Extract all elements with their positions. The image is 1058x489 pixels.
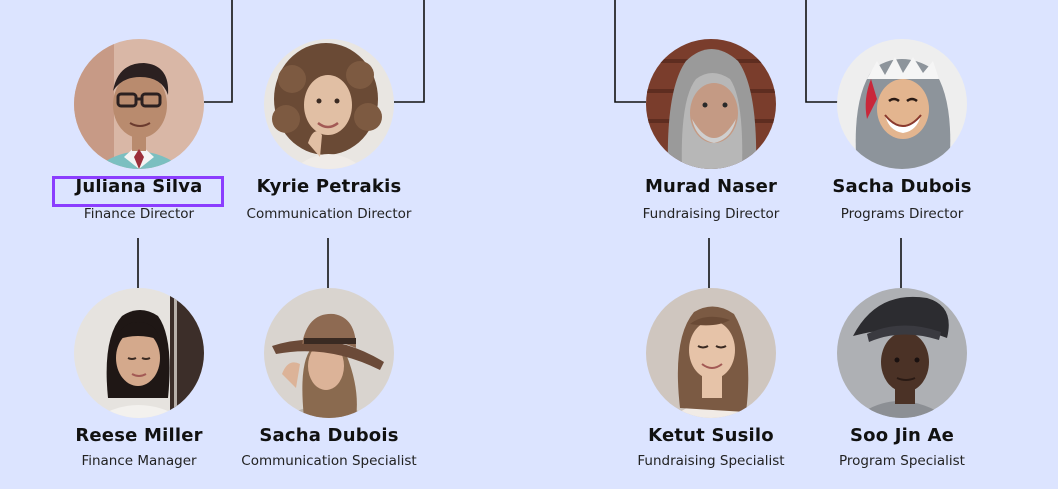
person-name: Reese Miller [75,425,203,446]
person-role: Finance Director [83,206,195,222]
avatar [74,39,204,169]
avatar [264,288,394,418]
connector-fundraising-director [614,0,646,103]
person-name: Murad Naser [644,176,778,197]
person-name: Kyrie Petrakis [256,176,402,197]
org-node-fundraising-specialist[interactable]: Ketut Susilo Fundraising Specialist [611,288,811,478]
selection-highlight [52,176,224,207]
person-role: Finance Manager [81,453,197,469]
person-name: Juliana Silva [75,176,203,197]
org-node-finance-manager[interactable]: Reese Miller Finance Manager [39,288,239,478]
person-role: Communication Director [246,206,412,222]
avatar [837,39,967,169]
person-role: Programs Director [840,206,964,222]
person-name: Soo Jin Ae [849,425,955,446]
avatar [646,39,776,169]
org-node-finance-director[interactable]: Juliana Silva Finance Director [39,39,239,229]
connector-communication-director [394,0,425,103]
avatar [264,39,394,169]
connector-finance-director [204,0,233,103]
connector-programs-director [805,0,838,103]
person-name: Ketut Susilo [648,425,774,446]
avatar [837,288,967,418]
person-role: Fundraising Specialist [637,453,785,469]
person-name: Sacha Dubois [259,425,399,446]
org-node-program-specialist[interactable]: Soo Jin Ae Program Specialist [802,288,1002,478]
avatar [646,288,776,418]
person-name: Sacha Dubois [832,176,972,197]
org-node-programs-director[interactable]: Sacha Dubois Programs Director [802,39,1002,229]
person-role: Program Specialist [839,453,965,469]
org-node-communication-director[interactable]: Kyrie Petrakis Communication Director [229,39,429,229]
person-role: Fundraising Director [642,206,780,222]
org-node-communication-specialist[interactable]: Sacha Dubois Communication Specialist [229,288,429,478]
avatar [74,288,204,418]
person-role: Communication Specialist [241,453,417,469]
org-node-fundraising-director[interactable]: Murad Naser Fundraising Director [611,39,811,229]
